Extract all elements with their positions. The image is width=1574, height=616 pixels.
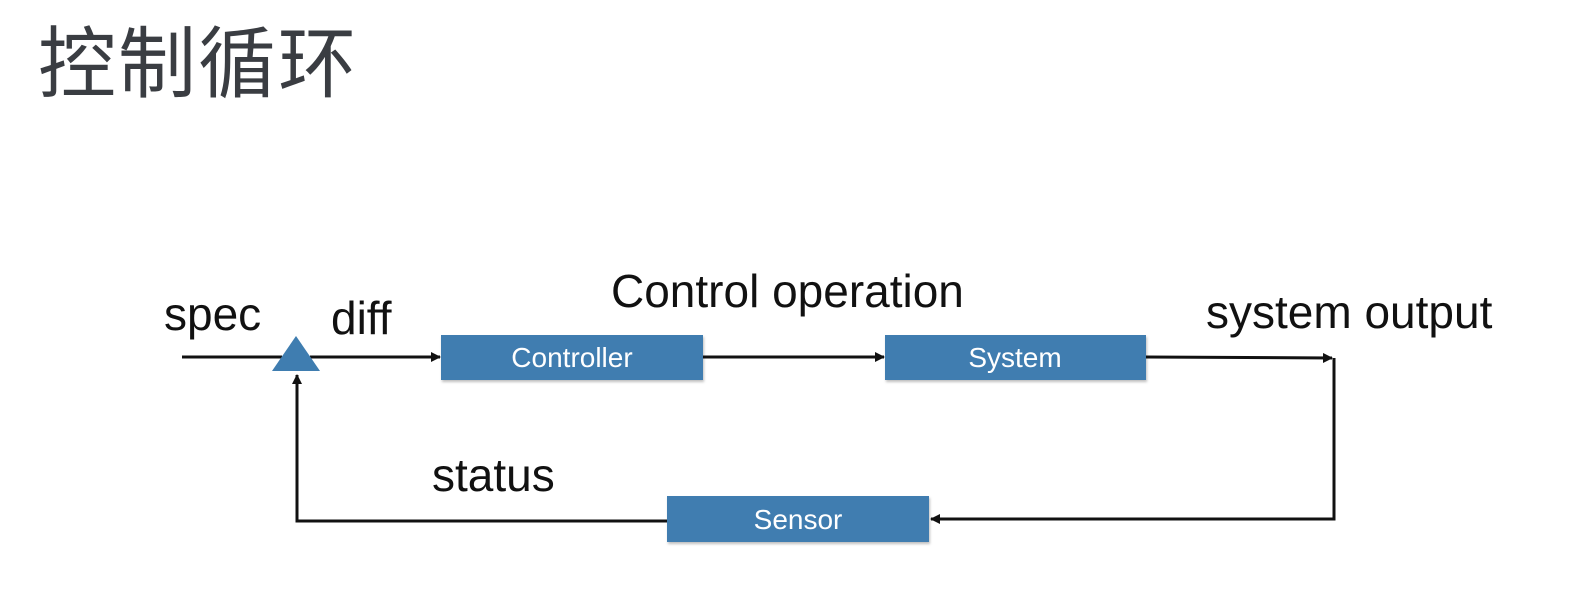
sensor-node: Sensor [667, 496, 929, 542]
diff-label: diff [331, 292, 392, 344]
page-title: 控制循环 [38, 20, 359, 110]
system-output-arrow [1145, 352, 1333, 363]
control-operation-label: Control operation [611, 265, 964, 317]
system-output-label: system output [1206, 286, 1493, 338]
sensor-label: Sensor [754, 504, 843, 535]
controller-node: Controller [441, 335, 703, 380]
status-feedback-arrow [292, 374, 667, 523]
controller-box [441, 335, 703, 380]
feedback-to-sensor-arrow [930, 358, 1336, 524]
comparator-triangle [272, 336, 320, 371]
system-box [885, 335, 1146, 380]
system-label: System [968, 342, 1061, 373]
sensor-box [667, 496, 929, 542]
status-label: status [432, 449, 555, 501]
system-node: System [885, 335, 1146, 380]
spec-label: spec [164, 288, 261, 340]
controller-label: Controller [511, 342, 632, 373]
